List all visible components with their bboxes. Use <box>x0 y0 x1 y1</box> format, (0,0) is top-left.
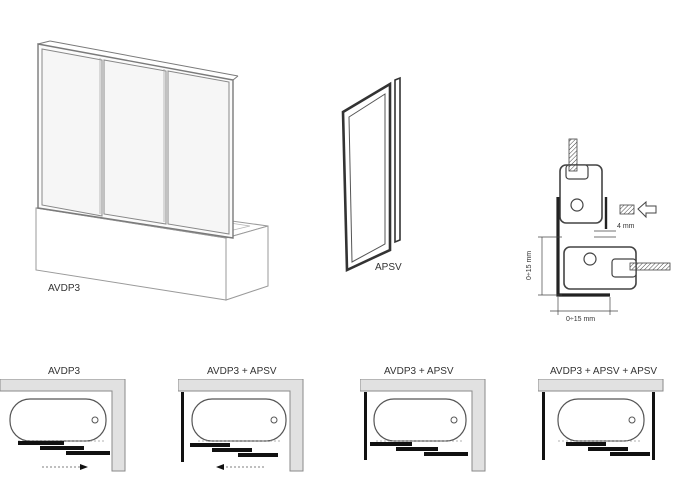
apsv-label: APSV <box>375 262 402 273</box>
bathtub-side <box>225 225 269 301</box>
sliding-panel-3 <box>167 70 230 235</box>
insert-arrow-icon <box>637 200 657 219</box>
config-2-label: AVDP3 + APSV <box>207 366 277 377</box>
config-2-plan <box>178 379 304 472</box>
avdp3-illustration <box>35 40 269 301</box>
config-3-plan <box>360 379 486 472</box>
config-1-plan <box>0 379 126 472</box>
dim-horizontal: 0÷15 mm <box>566 316 596 323</box>
dim-vertical: 0÷15 mm <box>526 250 533 280</box>
config-3-label: AVDP3 + APSV <box>384 366 454 377</box>
sliding-panel-2 <box>103 59 167 225</box>
avdp3-main-label: AVDP3 <box>48 283 81 294</box>
slide-arrow-left-icon <box>216 464 224 470</box>
config-4-plan <box>538 379 664 460</box>
config-4-label: AVDP3 + APSV + APSV <box>550 366 658 377</box>
wall-profile-detail <box>538 138 671 315</box>
apsv-illustration <box>341 76 401 273</box>
config-1-label: AVDP3 <box>48 366 81 377</box>
sliding-panel-1 <box>41 48 103 217</box>
dim-4mm: 4 mm <box>617 223 635 230</box>
slide-arrow-right-icon <box>80 464 88 470</box>
apsv-profile <box>394 76 401 244</box>
